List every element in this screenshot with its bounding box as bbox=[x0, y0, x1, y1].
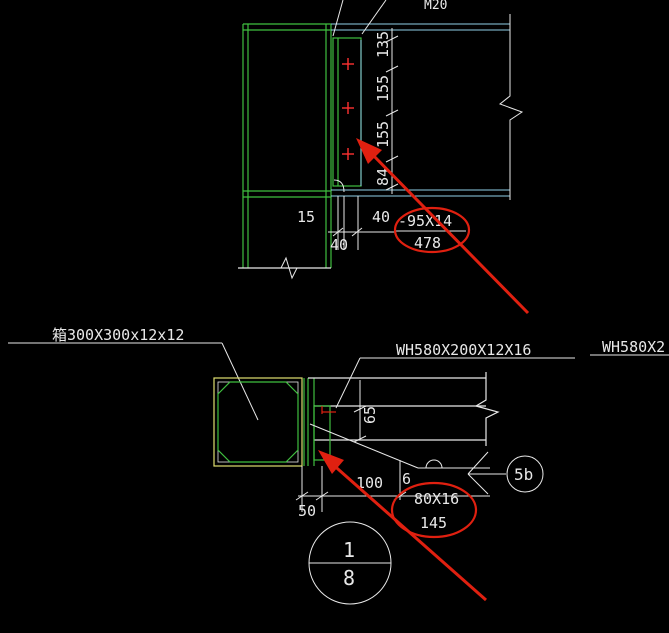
top-highlight-ellipse bbox=[393, 206, 471, 254]
top-bolts bbox=[342, 58, 354, 160]
top-detail: M20 135 155 155 84 15 40 40 -95X14 478 bbox=[238, 0, 530, 315]
top-beam bbox=[331, 14, 524, 200]
top-column bbox=[238, 23, 332, 269]
bottom-dim-50: 50 bbox=[298, 502, 316, 520]
top-bolt-leader bbox=[332, 0, 344, 37]
bottom-dims bbox=[295, 380, 490, 512]
top-dim-155b: 155 bbox=[374, 121, 392, 148]
beam-label-cut: WH580X2 bbox=[602, 338, 665, 356]
top-dim-40a: 40 bbox=[372, 208, 390, 226]
top-dim-15: 15 bbox=[297, 208, 315, 226]
top-plate-length: 478 bbox=[414, 234, 441, 252]
top-dim-84: 84 bbox=[374, 168, 392, 186]
bottom-detail: 箱300X300x12x12 WH580X200X12X16 WH580X2 bbox=[8, 326, 669, 605]
top-dim-155a: 155 bbox=[374, 75, 392, 102]
top-weld-arc bbox=[333, 179, 345, 193]
section-marker bbox=[308, 521, 392, 605]
section-top-number: 1 bbox=[343, 538, 355, 562]
box-column bbox=[213, 377, 303, 467]
beam-label-leader bbox=[335, 357, 361, 409]
top-plate-leader bbox=[361, 0, 387, 35]
bottom-dim-65: 65 bbox=[361, 406, 379, 424]
bottom-dim-6: 6 bbox=[402, 470, 411, 488]
column-label: 箱300X300x12x12 bbox=[52, 326, 184, 344]
bottom-highlight-ellipse bbox=[390, 481, 478, 539]
top-plate-spec: -95X14 bbox=[398, 212, 452, 230]
bottom-dim-100: 100 bbox=[356, 474, 383, 492]
bottom-plate-length: 145 bbox=[420, 514, 447, 532]
bottom-beam bbox=[303, 372, 500, 466]
bottom-shear-plate bbox=[313, 405, 336, 461]
bottom-plate-spec: 80X16 bbox=[414, 490, 459, 508]
section-bottom-number: 8 bbox=[343, 566, 355, 590]
weld-ref: 5b bbox=[514, 465, 533, 484]
beam-label: WH580X200X12X16 bbox=[396, 341, 531, 359]
top-dim-135: 135 bbox=[374, 31, 392, 58]
top-vertical-dim bbox=[385, 28, 399, 194]
bottom-red-arrow bbox=[318, 450, 487, 602]
top-column-break bbox=[246, 256, 331, 280]
top-red-arrow bbox=[356, 138, 530, 315]
top-bottom-dims bbox=[328, 196, 395, 250]
top-shear-plate bbox=[332, 37, 362, 187]
weld-symbol bbox=[425, 451, 544, 495]
top-bolt-label: M20 bbox=[424, 0, 447, 13]
top-dim-40b: 40 bbox=[330, 236, 348, 254]
